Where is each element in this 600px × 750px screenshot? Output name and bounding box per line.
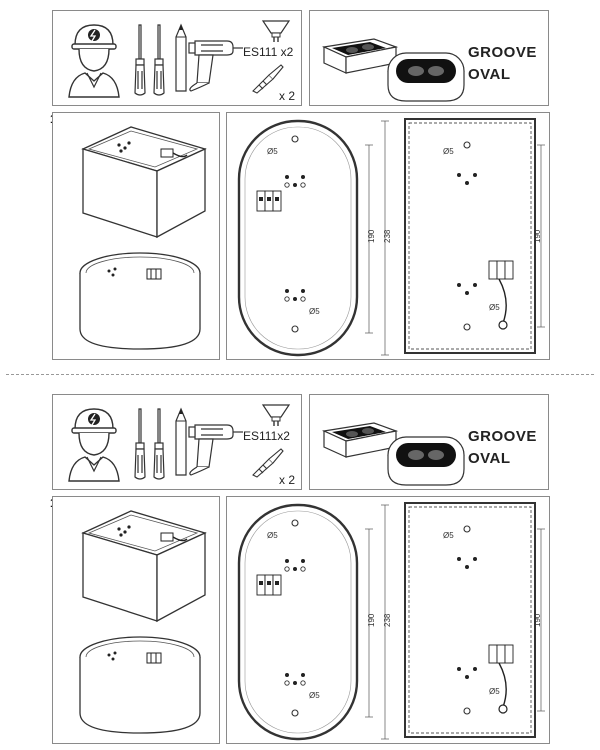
cut-line-divider bbox=[6, 374, 594, 375]
product-name-line-2: OVAL bbox=[468, 66, 511, 83]
pencil-icon bbox=[175, 407, 187, 476]
product-panel: GROOVE OVAL bbox=[309, 10, 549, 106]
pencil-icon bbox=[175, 23, 187, 92]
hole-diameter-top-oval: Ø5 bbox=[267, 147, 278, 156]
bulb-label: ES111 x2 bbox=[243, 45, 294, 59]
step-2-panel: Ø5 Ø5 190 238 Ø5 Ø5 190 bbox=[226, 496, 550, 744]
dimension-190-oval: 190 bbox=[367, 229, 376, 243]
wall-plug-icon bbox=[252, 64, 284, 94]
oval-fixture-illustration bbox=[387, 52, 465, 102]
quantity-label: x 2 bbox=[279, 473, 296, 487]
dimension-190-box: 190 bbox=[533, 613, 542, 627]
hole-diameter-bottom-box: Ø5 bbox=[489, 687, 500, 696]
oval-fixture-open-illustration bbox=[79, 252, 201, 350]
screwdriver-icon bbox=[134, 24, 165, 96]
oval-dimension-lines bbox=[365, 120, 389, 356]
quantity-label: x 2 bbox=[279, 89, 296, 103]
dimension-238-oval: 238 bbox=[383, 229, 392, 243]
installer-icon bbox=[68, 24, 120, 98]
oval-drilling-template bbox=[237, 119, 359, 357]
tools-panel: ES111 x2 x 2 bbox=[52, 10, 302, 106]
oval-fixture-illustration bbox=[387, 436, 465, 486]
bulb-icon bbox=[261, 404, 291, 426]
box-drilling-template bbox=[404, 502, 545, 738]
box-drilling-template bbox=[404, 118, 545, 354]
oval-fixture-open-illustration bbox=[79, 636, 201, 734]
box-fixture-open-illustration bbox=[81, 126, 207, 239]
step-1-panel bbox=[52, 496, 220, 744]
drill-icon bbox=[188, 40, 243, 92]
product-name-line-2: OVAL bbox=[468, 450, 511, 467]
dimension-190-box: 190 bbox=[533, 229, 542, 243]
dimension-238-oval: 238 bbox=[383, 613, 392, 627]
box-fixture-illustration bbox=[321, 422, 399, 458]
bulb-icon bbox=[261, 20, 291, 42]
product-name-line-1: GROOVE bbox=[468, 428, 537, 445]
product-name-line-1: GROOVE bbox=[468, 44, 537, 61]
screwdriver-icon bbox=[134, 408, 165, 480]
hole-diameter-bottom-box: Ø5 bbox=[489, 303, 500, 312]
step-2-panel: Ø5 Ø5 190 238 Ø5 Ø5 190 bbox=[226, 112, 550, 360]
dimension-190-oval: 190 bbox=[367, 613, 376, 627]
installer-icon bbox=[68, 408, 120, 482]
oval-drilling-template bbox=[237, 503, 359, 741]
oval-dimension-lines bbox=[365, 504, 389, 740]
tools-panel: ES111x2 x 2 bbox=[52, 394, 302, 490]
drill-icon bbox=[188, 424, 243, 476]
hole-diameter-bottom-oval: Ø5 bbox=[309, 691, 320, 700]
instruction-sheet-top: ES111 x2 x 2 GROOVE OVAL bbox=[0, 0, 600, 360]
box-fixture-open-illustration bbox=[81, 510, 207, 623]
hole-diameter-bottom-oval: Ø5 bbox=[309, 307, 320, 316]
hole-diameter-top-box: Ø5 bbox=[443, 147, 454, 156]
product-panel: GROOVE OVAL bbox=[309, 394, 549, 490]
instruction-sheet-bottom: ES111x2 x 2 GROOVE OVAL bbox=[0, 384, 600, 744]
wall-plug-icon bbox=[252, 448, 284, 478]
step-1-panel bbox=[52, 112, 220, 360]
bulb-label: ES111x2 bbox=[243, 429, 290, 443]
hole-diameter-top-oval: Ø5 bbox=[267, 531, 278, 540]
hole-diameter-top-box: Ø5 bbox=[443, 531, 454, 540]
